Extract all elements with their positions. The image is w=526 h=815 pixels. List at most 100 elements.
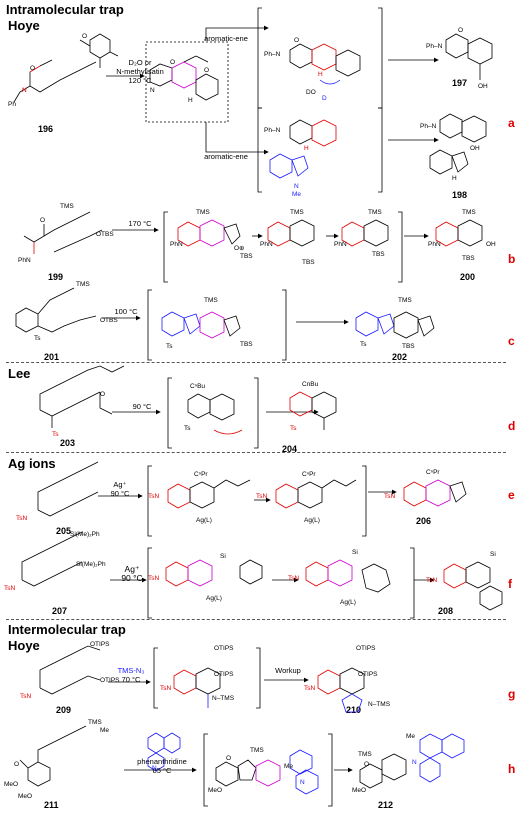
label-aromatic-ene-2: aromatic-ene xyxy=(204,152,248,161)
atom-o-196: O xyxy=(30,65,35,72)
structure-intermediate-g xyxy=(173,667,221,708)
atom-ts-202: Ts xyxy=(360,341,367,348)
conditions-c: 100 °C xyxy=(114,307,138,316)
compound-200: 200 xyxy=(460,272,476,282)
structure-209 xyxy=(39,645,101,695)
divider-1 xyxy=(6,362,506,363)
atom-otips-g1: OTIPS xyxy=(214,645,234,652)
structure-202 xyxy=(355,311,435,339)
panel-letter-e: e xyxy=(508,488,515,502)
atom-cnbu-d: CⁿBu xyxy=(190,383,205,390)
atom-otbs-199: OTBS xyxy=(96,231,114,238)
conditions-g-step2: Workup xyxy=(275,666,301,675)
atom-ts-d: Ts xyxy=(184,425,191,432)
structure-201 xyxy=(15,287,97,333)
structure-intermediate-b2 xyxy=(267,219,315,247)
atom-h-aryne: H xyxy=(188,97,193,104)
compound-205: 205 xyxy=(56,526,72,536)
atom-tsn-205: TsN xyxy=(16,515,28,522)
structure-203 xyxy=(39,365,125,428)
atom-o-197: O xyxy=(458,27,463,34)
structure-205 xyxy=(37,461,99,517)
atom-tsn-207: TsN xyxy=(4,585,16,592)
atom-otips-210b: OTIPS xyxy=(358,671,378,678)
structure-ene-ts-2 xyxy=(269,119,337,179)
compound-207: 207 xyxy=(52,606,68,616)
structure-intermediate-h xyxy=(215,749,319,795)
atom-sime2ph-207a: Si(Me)₂Ph xyxy=(70,531,100,538)
atom-cnbu-204: CnBu xyxy=(302,381,319,388)
atom-o-aryne: O xyxy=(170,59,175,66)
structure-intermediate-e2 xyxy=(275,479,357,509)
structure-200 xyxy=(435,219,483,247)
atom-nh-198: H xyxy=(452,175,457,182)
structure-204 xyxy=(289,391,337,430)
atom-tsn-210: TsN xyxy=(304,685,316,692)
atom-tms-201: TMS xyxy=(76,281,90,288)
atom-phn-200: PhN xyxy=(428,241,441,248)
header-hoye-2: Hoye xyxy=(8,638,40,653)
panel-letter-c: c xyxy=(508,334,515,348)
conditions-b: 170 °C xyxy=(128,219,152,228)
structure-intermediate-f2 xyxy=(305,559,391,593)
structure-phenanthridine xyxy=(147,732,181,772)
atom-oh-200: OH xyxy=(486,241,496,248)
atom-phn-199: PhN xyxy=(18,257,31,264)
atom-meo-211a: MeO xyxy=(4,781,18,788)
structure-intermediate-b3 xyxy=(341,219,389,247)
atom-tsn-e1: TsN xyxy=(148,493,160,500)
atom-agl-e1: Ag(L) xyxy=(196,517,212,524)
structure-208 xyxy=(443,561,503,611)
structure-197 xyxy=(445,33,493,80)
atom-o-203: O xyxy=(100,391,105,398)
compound-201: 201 xyxy=(44,352,60,362)
atom-phn-198: Ph–N xyxy=(420,123,437,130)
atom-ts-c: Ts xyxy=(166,343,173,350)
atom-otips-209a: OTIPS xyxy=(90,641,110,648)
compound-209: 209 xyxy=(56,705,72,715)
divider-3 xyxy=(6,619,506,620)
panel-letter-f: f xyxy=(508,577,512,591)
atom-phn-ts2: Ph–N xyxy=(264,127,281,134)
atom-tms-199: TMS xyxy=(60,203,74,210)
compound-211: 211 xyxy=(44,800,59,810)
atom-tms-b1: TMS xyxy=(196,209,210,216)
atom-tbs-200: TBS xyxy=(462,255,475,262)
structure-210 xyxy=(317,667,365,713)
atom-ntms-210: N–TMS xyxy=(368,701,391,708)
header-hoye-1: Hoye xyxy=(8,18,40,33)
atom-tms-b3: TMS xyxy=(368,209,382,216)
atom-n-212: N xyxy=(412,759,417,766)
compound-206: 206 xyxy=(416,516,432,526)
atom-tms-202: TMS xyxy=(398,297,412,304)
atom-oh-198: OH xyxy=(470,145,480,152)
structure-intermediate-b1 xyxy=(177,219,241,247)
atom-o-212: O xyxy=(364,761,369,768)
atom-cnpr-e1: CⁿPr xyxy=(194,471,208,478)
atom-tsn-206: TsN xyxy=(384,493,396,500)
atom-tms-211: TMS xyxy=(88,719,102,726)
structure-intermediate-d xyxy=(187,393,243,435)
atom-oplus-b1: O⊕ xyxy=(234,245,245,252)
atom-tsn-209: TsN xyxy=(20,693,32,700)
header-intermolecular: Intermolecular trap xyxy=(8,622,126,637)
atom-si-f1: Si xyxy=(220,553,226,560)
atom-tsn-f2: TsN xyxy=(288,575,300,582)
structure-intermediate-c xyxy=(161,311,241,339)
atom-tsn-g: TsN xyxy=(160,685,172,692)
compound-196: 196 xyxy=(38,124,54,134)
atom-n-ts2: N xyxy=(294,183,299,190)
atom-n-phenanthridine: N xyxy=(152,765,157,772)
atom-cnpr-e2: CⁿPr xyxy=(302,471,316,478)
atom-n-aryne: N xyxy=(150,87,155,94)
atom-tms-200: TMS xyxy=(462,209,476,216)
atom-ts-204: Ts xyxy=(290,425,297,432)
atom-sime2ph-207b: Si(Me)₂Ph xyxy=(76,561,106,568)
atom-meo-212: MeO xyxy=(352,787,366,794)
atom-otips-209b: OTIPS xyxy=(100,677,120,684)
atom-me-212: Me xyxy=(406,733,415,740)
structure-intermediate-e1 xyxy=(167,479,251,509)
structure-intermediate-f1 xyxy=(165,559,263,587)
